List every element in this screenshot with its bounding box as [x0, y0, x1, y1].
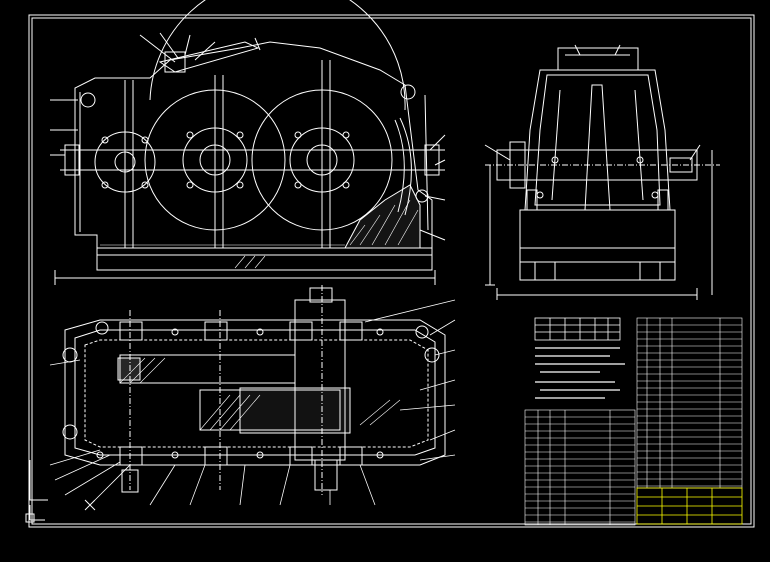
top-view [29, 285, 456, 521]
technical-spec-table [534, 317, 621, 341]
technical-notes [535, 347, 625, 399]
parts-list-right [636, 317, 743, 489]
title-block [636, 487, 743, 525]
front-view [50, 0, 446, 285]
drawing-frame [25, 14, 755, 528]
parts-list-left [524, 409, 636, 526]
side-view [484, 44, 720, 300]
